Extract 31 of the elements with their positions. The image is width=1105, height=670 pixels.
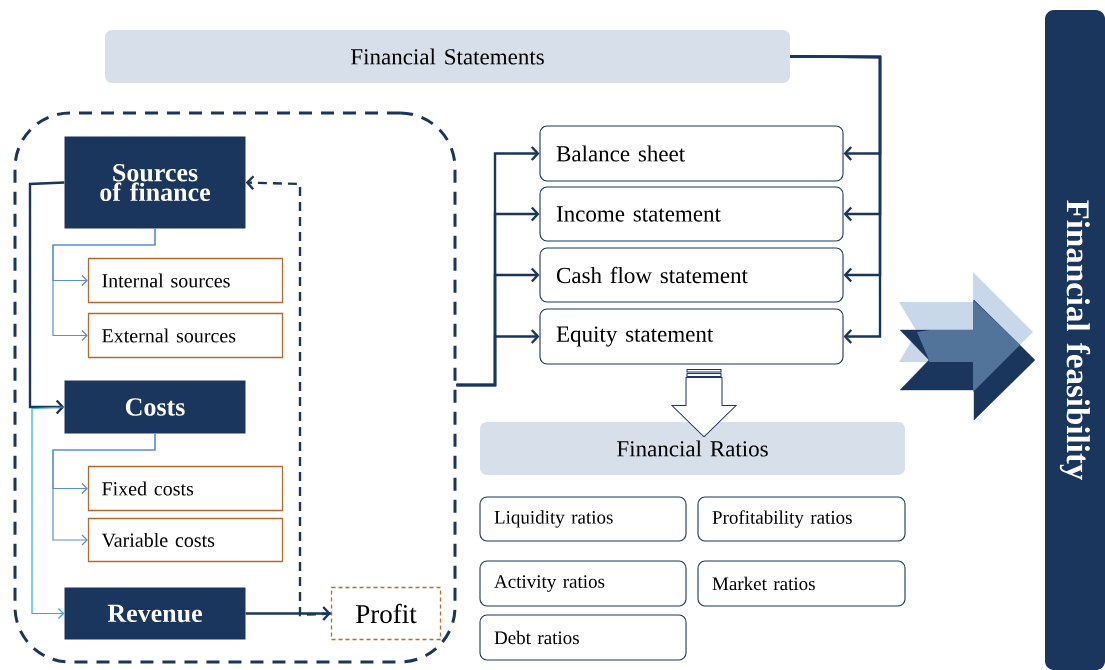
item-box: External sources	[87, 312, 284, 359]
connector-arrow	[31, 406, 65, 620]
statement-box: Cash flow statement	[539, 247, 844, 303]
item-box: Fixed costs	[87, 465, 284, 512]
ratio-box: Liquidity ratios	[479, 496, 687, 542]
chevron-arrow	[899, 272, 1036, 421]
category-box: Sources of finance	[64, 136, 246, 229]
connector-arrow	[790, 55, 882, 344]
connector-arrow	[245, 175, 331, 617]
result-box: Profit	[330, 586, 442, 641]
category-box: Revenue	[64, 587, 246, 640]
category-box: Costs	[64, 380, 246, 434]
header-band: Financial Statements	[105, 30, 790, 83]
ratio-box: Market ratios	[697, 560, 906, 607]
connector-arrow	[28, 181, 65, 415]
result-band: Financial feasibility	[1045, 10, 1105, 670]
block-arrow	[671, 369, 737, 438]
item-box: Internal sources	[87, 257, 284, 304]
ratio-box: Activity ratios	[479, 560, 687, 607]
item-box: Variable costs	[87, 517, 284, 563]
connector-arrow	[456, 329, 540, 387]
connector-arrow	[52, 228, 156, 342]
dashed-group-frame	[13, 111, 457, 664]
connector-arrow	[52, 433, 156, 546]
statement-box: Balance sheet	[539, 125, 844, 182]
ratio-box: Debt ratios	[479, 614, 687, 661]
ratio-box: Profitability ratios	[697, 496, 906, 542]
statement-box: Income statement	[539, 186, 844, 242]
header-band: Financial Ratios	[480, 422, 905, 475]
statement-box: Equity statement	[539, 308, 844, 365]
connector-arrow	[245, 606, 331, 621]
